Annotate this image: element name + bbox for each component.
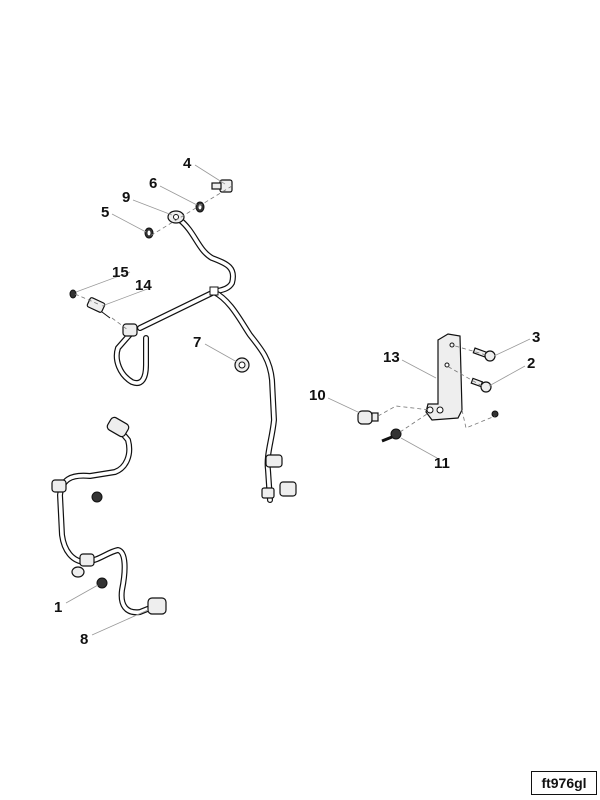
callout-5: 5	[101, 204, 109, 221]
figure-reference-code: ft976gl	[531, 771, 597, 795]
callout-8: 8	[80, 631, 88, 648]
nut-1	[96, 577, 108, 589]
callout-6: 6	[149, 175, 157, 192]
fitting-14	[86, 297, 111, 319]
upper-fuel-line-assembly	[113, 210, 297, 503]
callout-4: 4	[183, 155, 192, 172]
callout-1: 1	[54, 599, 62, 616]
clamp-7	[234, 357, 250, 373]
nut	[491, 410, 499, 418]
nut	[91, 491, 103, 503]
callout-10: 10	[309, 387, 326, 404]
callout-11: 11	[434, 455, 450, 472]
callout-14: 14	[135, 277, 152, 294]
fitting-10	[357, 410, 379, 425]
bracket-13	[425, 333, 463, 421]
callout-15: 15	[112, 264, 129, 281]
lower-fuel-line-assembly	[51, 416, 167, 616]
bolt-11	[381, 428, 402, 443]
callout-7: 7	[193, 334, 201, 351]
callout-9: 9	[122, 189, 130, 206]
callout-13: 13	[383, 349, 400, 366]
leader-lines	[65, 164, 531, 636]
callout-2: 2	[527, 355, 535, 372]
fitting	[122, 323, 138, 337]
callout-3: 3	[532, 329, 540, 346]
